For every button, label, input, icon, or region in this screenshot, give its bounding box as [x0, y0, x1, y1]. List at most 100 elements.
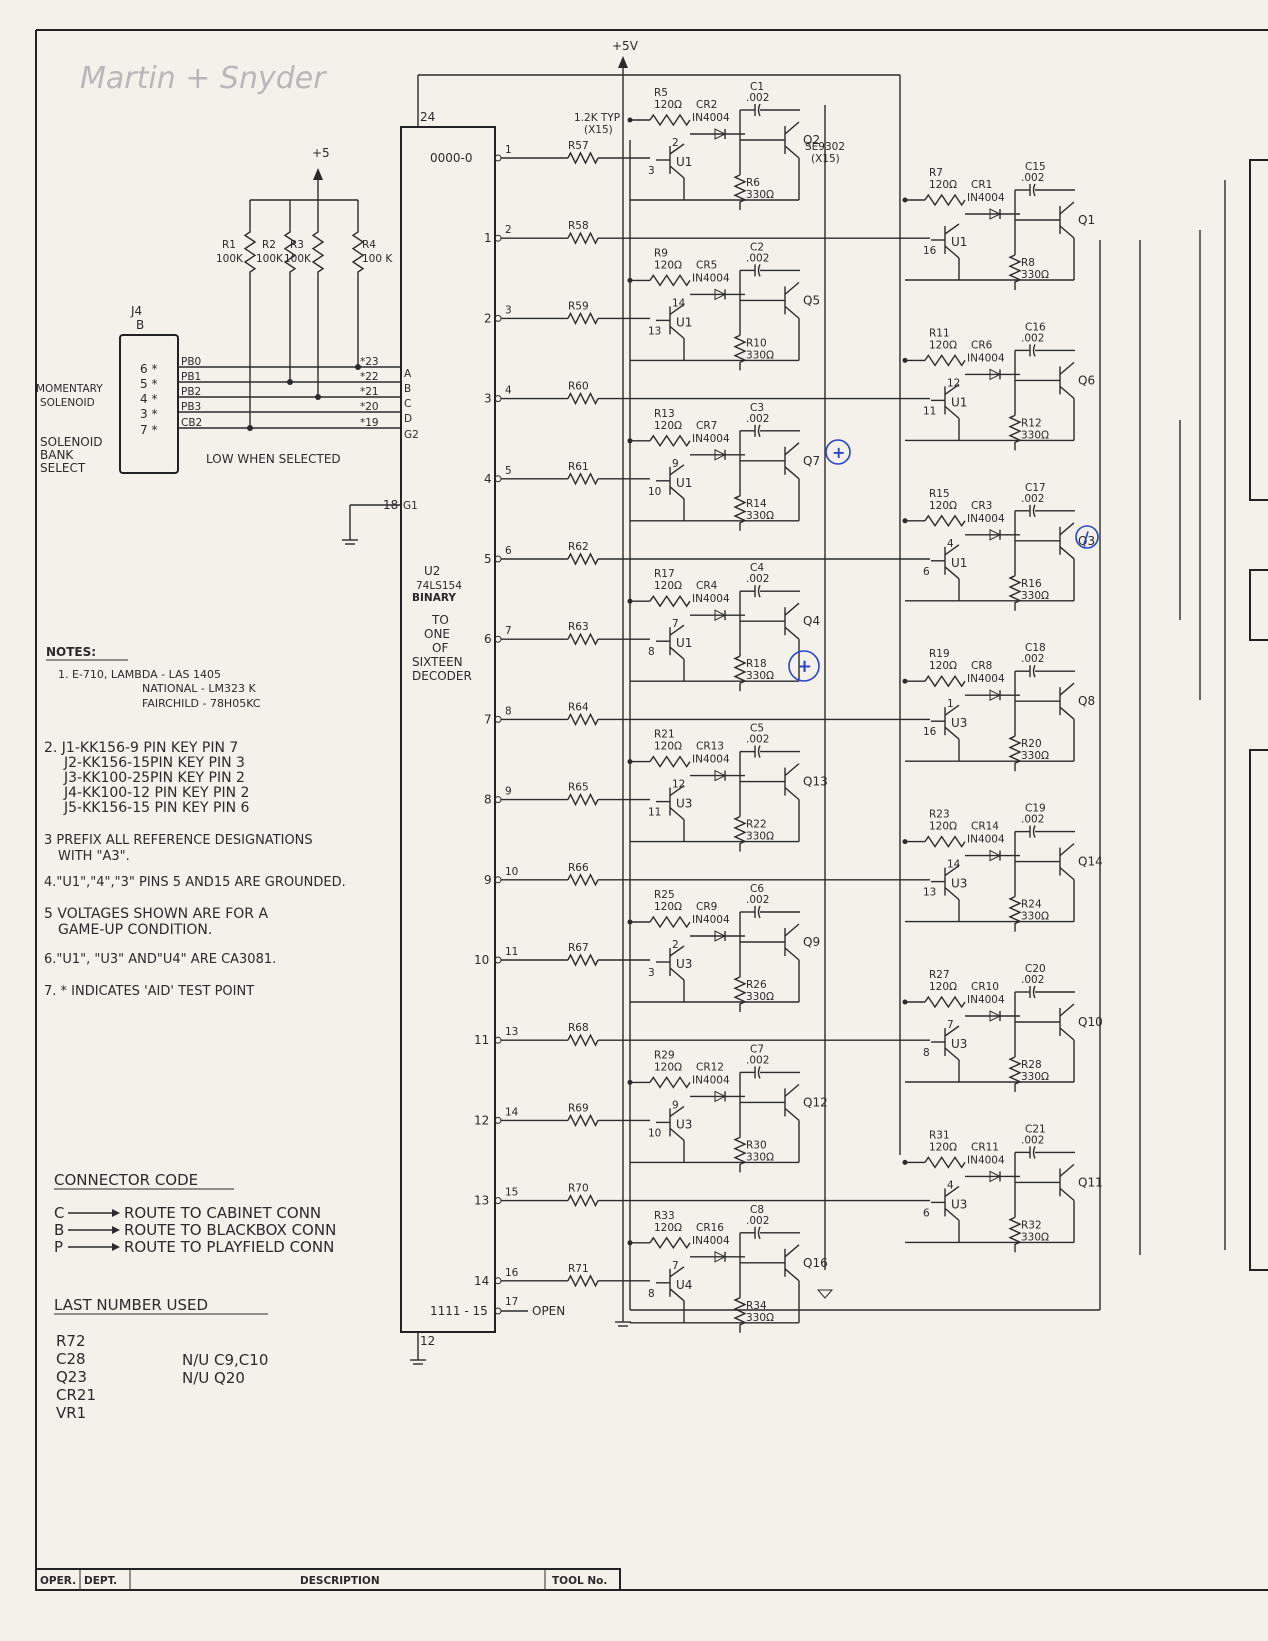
driver-ref-R10: R10	[746, 337, 767, 349]
output-bus	[1139, 159, 1268, 1271]
driver-pin-a-Q3: 4	[947, 538, 954, 550]
series-resistor-R69	[567, 1113, 599, 1127]
unused-1: N/U C9,C10	[182, 1351, 268, 1369]
driver-val-R16: 330Ω	[1021, 590, 1049, 602]
driver-ref-CR1: CR1	[971, 179, 992, 191]
series-resistor-R64	[567, 712, 599, 726]
pullup-ref-R1: R1	[222, 239, 236, 251]
driver-val-CR13: IN4004	[692, 754, 730, 766]
pencil-annotation: Martin + Snyder	[80, 61, 327, 96]
j4-net-PB3: PB3	[181, 401, 201, 413]
series-ref-R66: R66	[568, 862, 589, 874]
driver-pin-b-Q14: 13	[923, 887, 936, 899]
u2-output-9: 9	[484, 873, 492, 887]
note-line-11: 5 VOLTAGES SHOWN ARE FOR A	[44, 906, 268, 922]
note-line-4: J2-KK156-15PIN KEY PIN 3	[63, 755, 245, 771]
series-note-2: (X15)	[584, 124, 613, 136]
title-block-dept: DEPT.	[84, 1575, 117, 1587]
driver-val-R33: 120Ω	[654, 1222, 682, 1234]
blue-plus-r18: +	[797, 656, 812, 677]
driver-ref-C15: C15	[1025, 161, 1046, 173]
u2-output-0: 0000-0	[430, 151, 473, 165]
driver-val-C21: .002	[1021, 1134, 1044, 1146]
u2-type: BINARY	[412, 592, 456, 604]
u2-output-2: 2	[484, 311, 492, 325]
driver-pin-b-Q9: 3	[648, 967, 655, 979]
driver-ref-CR6: CR6	[971, 339, 993, 351]
driver-pin-a-Q11: 4	[947, 1179, 954, 1191]
u2-testpoint-21: *21	[360, 386, 379, 398]
connector-code-title: CONNECTOR CODE	[54, 1171, 198, 1189]
series-resistor-R70	[567, 1194, 599, 1208]
driver-pin-a-Q2: 2	[672, 137, 679, 149]
bank-label-3: SELECT	[40, 461, 86, 475]
note-line-3: 2. J1-KK156-9 PIN KEY PIN 7	[44, 740, 238, 756]
u2-output-pin-7: 7	[505, 625, 512, 637]
u2-output-pin-16: 16	[505, 1267, 519, 1279]
driver-unit-U1-Q5: U1	[676, 315, 692, 329]
driver-ref-Q1: Q1	[1078, 213, 1095, 227]
driver-ref-C6: C6	[750, 883, 764, 895]
title-block-oper: OPER.	[40, 1575, 76, 1587]
notes-title: NOTES:	[46, 645, 96, 659]
note-line-9: WITH "A3".	[58, 849, 130, 864]
u2-output-13: 13	[474, 1194, 489, 1208]
driver-pin-a-Q16: 7	[672, 1260, 679, 1272]
driver-pin-a-Q4: 7	[672, 618, 679, 630]
u2-last-open: OPEN	[532, 1304, 565, 1318]
driver-ref-C21: C21	[1025, 1123, 1046, 1135]
driver-val-C3: .002	[746, 413, 769, 425]
driver-val-R32: 330Ω	[1021, 1231, 1049, 1243]
notes-section: NOTES: 1. E-710, LAMBDA - LAS 1405NATION…	[44, 645, 346, 999]
driver-val-R29: 120Ω	[654, 1061, 682, 1073]
driver-ref-R12: R12	[1021, 417, 1042, 429]
driver-ref-R21: R21	[654, 729, 675, 741]
driver-ref-Q2: Q2	[803, 133, 820, 147]
driver-val-R19: 120Ω	[929, 660, 957, 672]
driver-unit-U3-Q10: U3	[951, 1037, 967, 1051]
pullup-resistor-R3	[311, 200, 325, 397]
driver-pin-b-Q1: 16	[923, 245, 937, 257]
driver-ref-R23: R23	[929, 809, 950, 821]
driver-val-R31: 120Ω	[929, 1141, 957, 1153]
driver-pin-b-Q3: 6	[923, 566, 930, 578]
pullup-ref-R3: R3	[290, 239, 304, 251]
driver-val-R11: 120Ω	[929, 339, 957, 351]
driver-ref-CR5: CR5	[696, 259, 717, 271]
driver-ref-CR8: CR8	[971, 660, 992, 672]
series-resistor-R61	[567, 472, 599, 486]
driver-ref-R25: R25	[654, 889, 675, 901]
driver-val-R28: 330Ω	[1021, 1071, 1049, 1083]
driver-ref-R6: R6	[746, 177, 760, 189]
driver-ref-CR14: CR14	[971, 821, 999, 833]
note-line-2: FAIRCHILD - 78H05KC	[142, 697, 261, 710]
driver-ref-R18: R18	[746, 658, 767, 670]
j4-sub: B	[136, 318, 144, 332]
series-ref-R65: R65	[568, 782, 589, 794]
driver-val-CR3: IN4004	[967, 513, 1005, 525]
driver-unit-U3-Q8: U3	[951, 716, 967, 730]
driver-val-C2: .002	[746, 252, 769, 264]
driver-ref-R13: R13	[654, 408, 675, 420]
driver-ref-R34: R34	[746, 1300, 767, 1312]
bank-label-1: SOLENOID	[40, 435, 103, 449]
driver-val-CR10: IN4004	[967, 994, 1005, 1006]
blue-annotations: + / +	[788, 439, 1099, 682]
momentary-label-2: SOLENOID	[40, 397, 95, 409]
note-line-7: J5-KK156-15 PIN KEY PIN 6	[63, 800, 250, 816]
driver-pin-b-Q2: 3	[648, 165, 655, 177]
driver-val-R23: 120Ω	[929, 821, 957, 833]
connector-code-value-P: ROUTE TO PLAYFIELD CONN	[124, 1238, 334, 1256]
driver-ref-Q16: Q16	[803, 1256, 828, 1270]
vcc-rail: +5V 1.2K TYP (X15)	[574, 39, 1101, 1327]
driver-ref-R33: R33	[654, 1210, 675, 1222]
driver-ref-R22: R22	[746, 819, 767, 831]
driver-ref-CR7: CR7	[696, 420, 717, 432]
driver-val-R18: 330Ω	[746, 670, 774, 682]
driver-ref-R15: R15	[929, 488, 950, 500]
